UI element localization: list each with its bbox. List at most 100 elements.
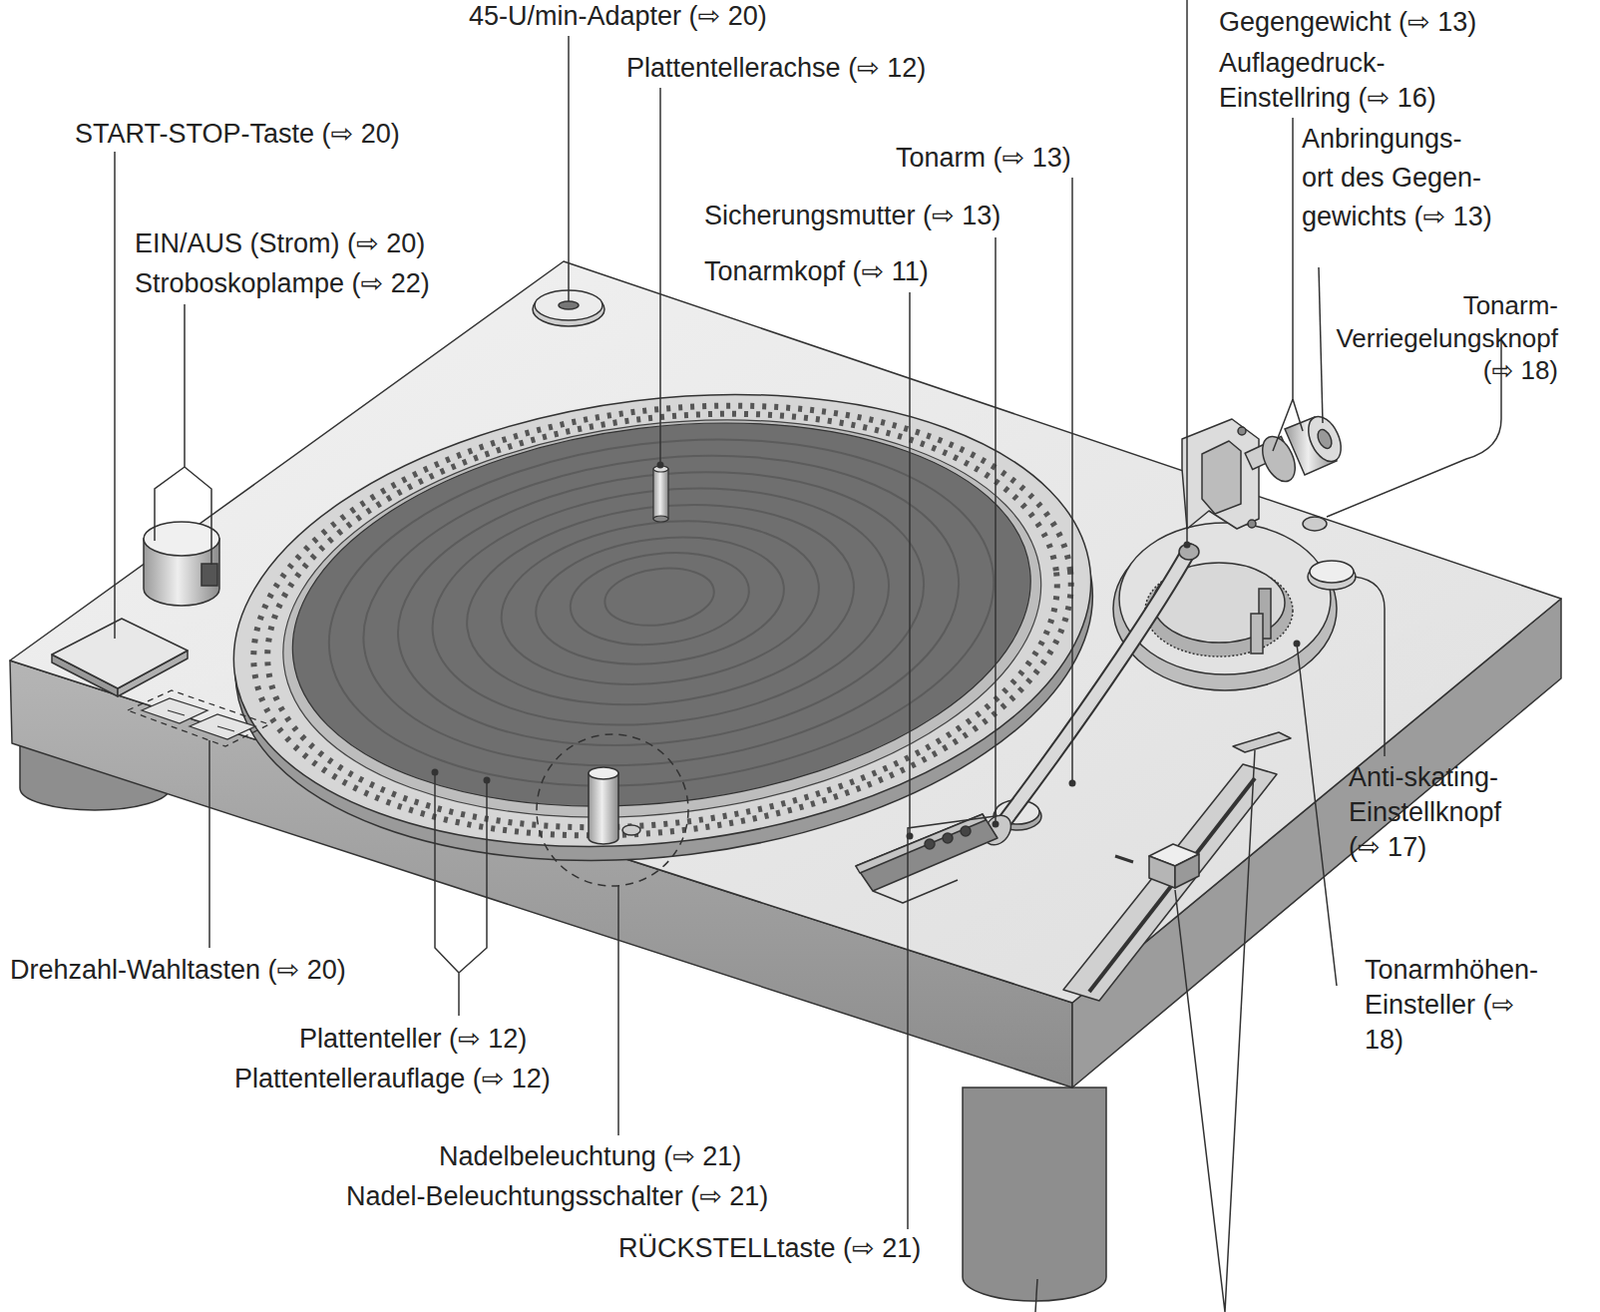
platter [418,463,903,750]
pitch-slider [1089,778,1255,992]
leader-line [1296,643,1337,986]
part-label: Anbringungs- ort des Gegen- gewichts (⇨ … [1301,119,1497,237]
leader-dot [1069,780,1077,788]
part-label: Tonarm- Verriegelungsknopf (⇨ 18) [1323,289,1559,388]
platter [207,348,1118,893]
platter [601,562,718,632]
part-label: Nadelbeleuchtung (⇨ 21) [438,1140,742,1175]
part-label: Anti-skating- Einstellknopf (⇨ 17) [1348,760,1519,865]
leader-dot [431,769,439,777]
platter [491,503,828,702]
leader-line [114,0,1502,1312]
leader-line [434,772,487,1016]
pitch-slider [1063,764,1277,1001]
headshell [924,838,935,849]
part-label: Tonarm (⇨ 13) [895,141,1072,176]
leader-dot [1184,541,1192,549]
turntable-foot [962,1087,1107,1301]
speed-buttons [217,726,235,732]
platter [455,483,866,726]
leader-dot [483,777,491,785]
platter [382,443,940,775]
leader-dot [657,461,665,469]
pitch-slider [1232,732,1291,753]
pitch-slider [1149,855,1176,888]
leader-line [567,35,570,302]
counterweight [1255,410,1348,486]
leader-line [1326,337,1502,517]
part-label: Gegengewicht (⇨ 13) [1218,5,1477,40]
start-stop-button [51,618,188,689]
turntable-body [9,261,1562,1003]
leader-line [1175,750,1255,1312]
leader-line [617,885,620,1136]
platter [243,371,1082,870]
leader-line [113,151,116,639]
platter [345,423,977,799]
part-label: Auflagedruck- Einstellring (⇨ 16) [1218,45,1459,116]
leader-line [1354,576,1385,757]
part-label: START-STOP-Taste (⇨ 20) [74,117,400,152]
platter [228,361,1096,879]
pitch-slider [1175,853,1200,888]
start-stop-button [51,618,188,697]
leader-dot [431,461,1301,840]
counterweight [1314,426,1334,450]
platter [207,348,1119,907]
leader-dot [992,820,1000,828]
pitch-slider [1063,732,1291,1001]
leader-line [907,815,996,1229]
tonearm [1002,550,1190,824]
leader-dot [1293,640,1301,648]
tonearm [1250,613,1263,654]
platter [565,543,756,655]
needle-light [588,773,619,844]
part-label: Sicherungsmutter (⇨ 13) [704,199,1001,234]
headshell [855,813,986,873]
leader-line [1035,1278,1038,1312]
part-label: Tonarmhöhen- Einsteller (⇨ 18) [1364,952,1550,1058]
part-label: RÜCKSTELLtaste (⇨ 21) [618,1231,921,1266]
part-label: Plattentellerauflage (⇨ 12) [234,1062,551,1097]
pitch-slider [1115,855,1134,862]
spindle [653,515,669,522]
speed-buttons [167,710,185,716]
power-knob [201,563,218,586]
spindle [653,465,669,522]
part-label: Tonarmkopf (⇨ 11) [704,255,929,290]
speed-buttons [127,690,270,747]
tonearm [1002,543,1263,824]
leader-line [994,237,997,824]
platter [309,403,1014,822]
part-label: Plattenteller (⇨ 12) [299,1022,527,1057]
leader-line [659,87,662,465]
tonearm-gimbal [1237,426,1246,435]
tonearm-base [1309,560,1354,583]
counterweight [1301,410,1348,466]
leader-line [154,304,212,565]
platter [309,403,1014,822]
tonearm-gimbal [1201,440,1241,514]
spindle [653,468,669,519]
headshell [942,832,953,843]
speed-buttons [127,690,270,747]
leader-line [1318,267,1323,423]
leader-line [1071,177,1074,784]
adapter-45 [558,301,579,310]
tonearm-gimbal [1182,418,1259,529]
part-label: EIN/AUS (Strom) (⇨ 20) [134,227,425,262]
tonearm [1002,550,1190,824]
part-label: Plattentellerachse (⇨ 12) [626,51,926,86]
part-label: Drehzahl-Wahltasten (⇨ 20) [9,953,347,988]
headshell [960,825,971,836]
needle-light [536,734,689,886]
platter [528,523,792,678]
needle-light [622,824,641,835]
part-label: 45-U/min-Adapter (⇨ 20) [468,0,768,34]
needle-light [536,734,689,886]
platter [260,379,1065,858]
leader-line [208,740,211,948]
headshell [872,879,958,903]
